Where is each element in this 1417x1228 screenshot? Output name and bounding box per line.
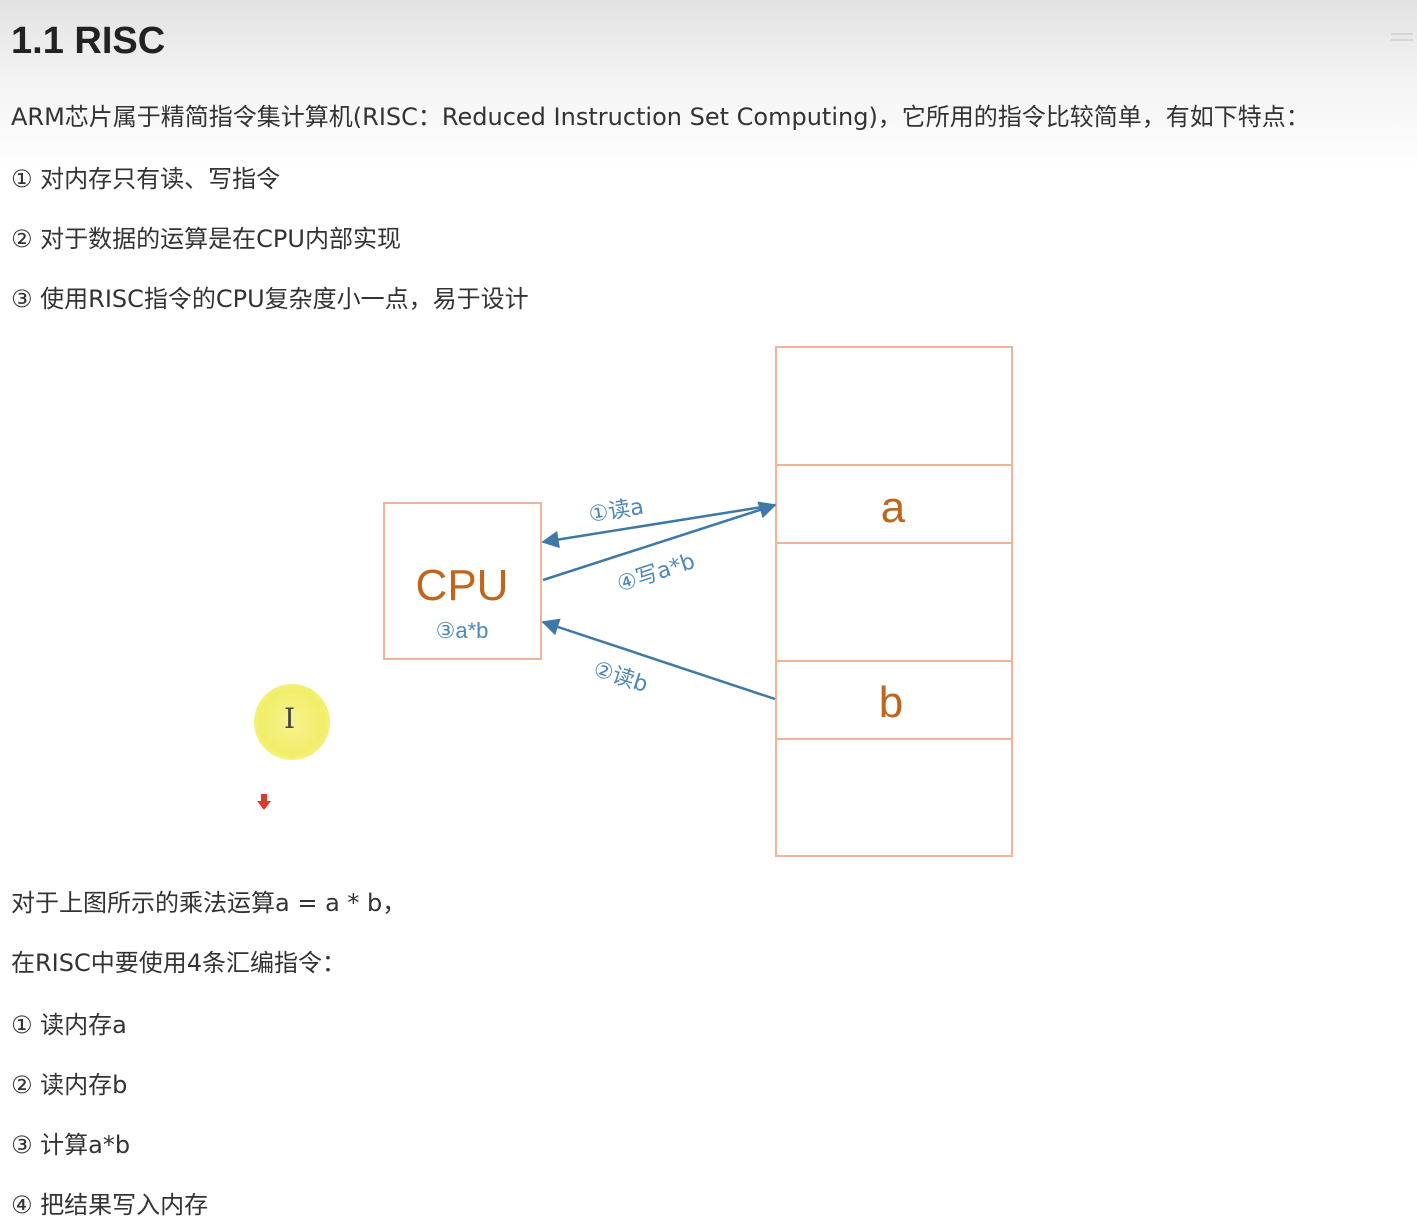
arrow-read-a-label: ①读a xyxy=(587,495,645,528)
step-item-1: ① 读内存a xyxy=(11,1011,127,1039)
arrow-write-label: ④写a*b xyxy=(614,549,698,598)
cpu-box xyxy=(383,502,542,660)
feature-item-3: ③ 使用RISC指令的CPU复杂度小一点，易于设计 xyxy=(11,285,529,313)
arrow-write-ab xyxy=(542,501,777,582)
top-shade xyxy=(0,0,1417,170)
multiply-paragraph: 对于上图所示的乘法运算a = a * b， xyxy=(11,889,407,917)
memory-b-label: b xyxy=(879,678,903,727)
red-down-arrow-icon xyxy=(257,794,271,810)
cursor-highlight xyxy=(254,684,330,760)
step-item-3: ③ 计算a*b xyxy=(11,1131,131,1159)
feature-item-1: ① 对内存只有读、写指令 xyxy=(11,165,281,193)
arrow-read-a xyxy=(541,503,776,549)
step-item-4: ④ 把结果写入内存 xyxy=(11,1191,209,1219)
page-title: 1.1 RISC xyxy=(11,20,166,62)
memory-cell-middle xyxy=(775,542,1013,662)
cpu-operation-label: ③a*b xyxy=(436,618,489,643)
intro-paragraph: ARM芯片属于精简指令集计算机(RISC：Reduced Instruction… xyxy=(11,103,1310,131)
memory-block xyxy=(775,346,1013,857)
memory-cell-bottom xyxy=(775,738,1013,857)
arrow-read-b-label: ②读b xyxy=(590,657,651,698)
memory-a-label: a xyxy=(881,483,906,532)
text-cursor-icon: I xyxy=(284,702,296,735)
arrow-read-b xyxy=(541,618,776,701)
feature-item-2: ② 对于数据的运算是在CPU内部实现 xyxy=(11,225,401,253)
scroll-indicator-icon xyxy=(1391,33,1413,41)
memory-cell-top xyxy=(775,346,1013,466)
step-item-2: ② 读内存b xyxy=(11,1071,128,1099)
cpu-label: CPU xyxy=(416,561,509,610)
asm-intro-paragraph: 在RISC中要使用4条汇编指令： xyxy=(11,949,347,977)
